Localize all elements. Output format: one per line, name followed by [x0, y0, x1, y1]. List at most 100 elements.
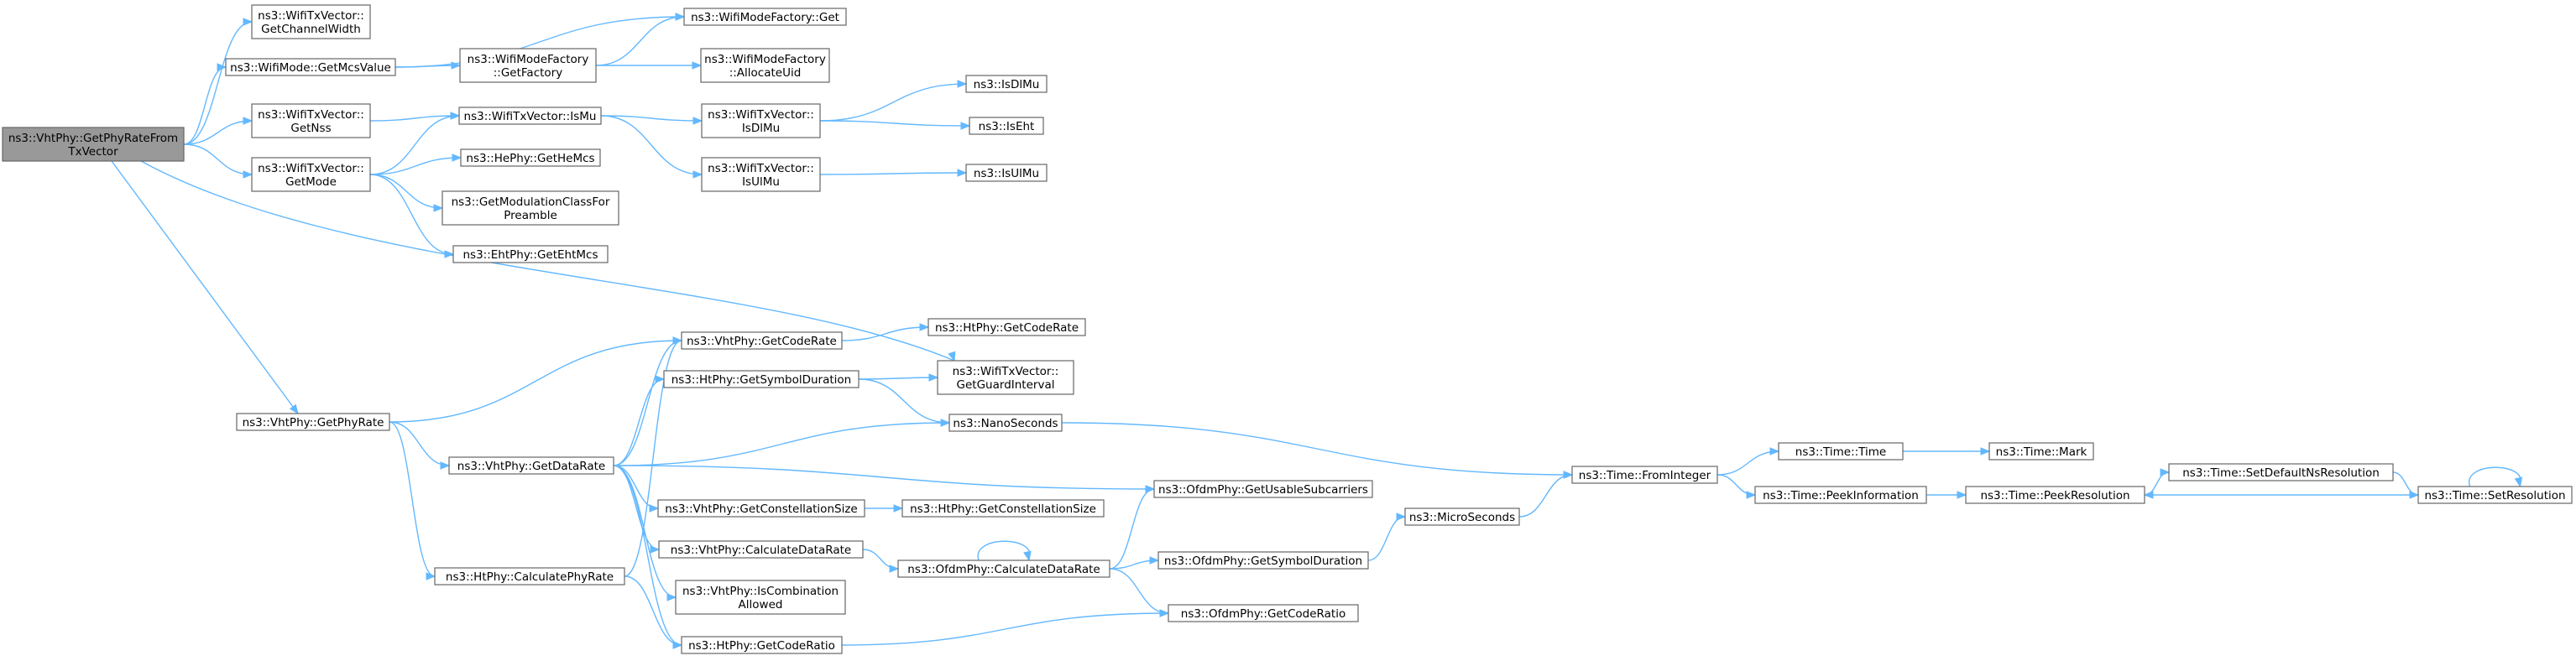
- node-label: ns3::Time::SetResolution: [2424, 489, 2565, 502]
- node-box: [965, 75, 1048, 93]
- node-allocate-uid[interactable]: ns3::WifiModeFactory::AllocateUid: [700, 48, 830, 83]
- node-label: IsDlMu: [742, 122, 780, 135]
- node-label: ns3::HePhy::GetHeMcs: [466, 152, 594, 165]
- node-nano-seconds[interactable]: ns3::NanoSeconds: [948, 414, 1063, 432]
- node-box: [901, 499, 1105, 518]
- node-label: ns3::IsEht: [979, 120, 1035, 133]
- node-set-default-ns-resolution[interactable]: ns3::Time::SetDefaultNsResolution: [2168, 463, 2394, 481]
- edge-ht-calculate-phy-rate-to-ht-get-code-ratio: [624, 575, 682, 646]
- node-vht-calculate-data-rate[interactable]: ns3::VhtPhy::CalculateDataRate: [658, 540, 864, 559]
- node-get-channel-width[interactable]: ns3::WifiTxVector::GetChannelWidth: [251, 4, 371, 39]
- node-ht-get-constellation-size[interactable]: ns3::HtPhy::GetConstellationSize: [901, 499, 1105, 518]
- edge-vht-calculate-data-rate-to-ofdm-calculate-data-rate: [862, 549, 899, 570]
- edge-is-ul-mu-tx-to-is-ul-mu: [819, 172, 967, 175]
- node-box: [458, 107, 602, 125]
- node-set-resolution[interactable]: ns3::Time::SetResolution: [2417, 486, 2573, 504]
- node-label: ns3::WifiTxVector::: [258, 162, 364, 175]
- node-box: [1153, 480, 1373, 498]
- node-ht-get-symbol-duration[interactable]: ns3::HtPhy::GetSymbolDuration: [663, 370, 860, 388]
- node-ofdm-get-code-ratio[interactable]: ns3::OfdmPhy::GetCodeRatio: [1168, 604, 1359, 622]
- edge-ofdm-get-symbol-duration-to-micro-seconds-arrow: [1396, 513, 1407, 521]
- edge-ofdm-calculate-data-rate-to-ofdm-calculate-data-rate-arrow: [1023, 550, 1032, 562]
- node-ofdm-calculate-data-rate[interactable]: ns3::OfdmPhy::CalculateDataRate: [897, 560, 1110, 578]
- edge-vht-get-phy-rate-to-ht-calculate-phy-rate: [389, 421, 436, 577]
- node-box: [969, 117, 1044, 135]
- edge-get-mcs-value-to-get-factory: [394, 65, 461, 68]
- node-label: ns3::WifiModeFactory::Get: [691, 11, 839, 24]
- edge-ofdm-calculate-data-rate-to-ofdm-calculate-data-rate: [977, 540, 1031, 561]
- node-get-factory[interactable]: ns3::WifiModeFactory::GetFactory: [459, 48, 597, 83]
- node-label: ::GetFactory: [494, 66, 562, 80]
- node-get-eht-mcs[interactable]: ns3::EhtPhy::GetEhtMcs: [452, 245, 609, 263]
- node-label: ns3::OfdmPhy::GetCodeRatio: [1181, 607, 1345, 621]
- node-get-guard-interval[interactable]: ns3::WifiTxVector::GetGuardInterval: [937, 360, 1074, 395]
- node-ht-calculate-phy-rate[interactable]: ns3::HtPhy::CalculatePhyRate: [434, 567, 625, 586]
- node-get-he-mcs[interactable]: ns3::HePhy::GetHeMcs: [460, 148, 601, 167]
- node-label: ns3::WifiModeFactory: [704, 53, 826, 66]
- node-vht-get-code-rate[interactable]: ns3::VhtPhy::GetCodeRate: [681, 331, 843, 350]
- node-factory-get[interactable]: ns3::WifiModeFactory::Get: [683, 8, 847, 26]
- node-box: [948, 414, 1063, 432]
- edge-root-to-get-mode-arrow: [243, 170, 253, 179]
- node-label: TxVector: [67, 145, 118, 159]
- edge-get-mode-to-get-mod-class-arrow: [433, 204, 444, 212]
- node-micro-seconds[interactable]: ns3::MicroSeconds: [1404, 507, 1520, 526]
- node-label: ns3::VhtPhy::GetDataRate: [457, 460, 605, 473]
- node-vht-get-constellation-size[interactable]: ns3::VhtPhy::GetConstellationSize: [657, 499, 865, 518]
- node-box: [448, 456, 614, 475]
- node-box: [1965, 486, 2145, 504]
- edge-root-to-get-mcs-value-arrow: [217, 63, 227, 71]
- node-is-dl-mu[interactable]: ns3::IsDlMu: [965, 75, 1048, 93]
- node-vht-get-phy-rate[interactable]: ns3::VhtPhy::GetPhyRate: [236, 413, 390, 431]
- node-is-eht[interactable]: ns3::IsEht: [969, 117, 1044, 135]
- edge-micro-seconds-to-from-integer-arrow: [1563, 471, 1574, 479]
- node-box: [683, 8, 847, 26]
- node-ofdm-get-symbol-duration[interactable]: ns3::OfdmPhy::GetSymbolDuration: [1157, 551, 1369, 570]
- edge-vht-get-phy-rate-to-vht-get-code-rate: [389, 340, 682, 423]
- node-ht-get-code-ratio[interactable]: ns3::HtPhy::GetCodeRatio: [681, 636, 843, 654]
- node-box: [663, 370, 860, 388]
- node-box: [442, 190, 619, 226]
- node-label: GetGuardInterval: [957, 378, 1055, 392]
- edge-get-mode-to-get-he-mcs: [369, 157, 462, 175]
- node-is-ul-mu-tx[interactable]: ns3::WifiTxVector::IsUlMu: [701, 157, 821, 192]
- edge-time-time-to-time-mark-arrow: [1980, 447, 1991, 455]
- node-is-mu[interactable]: ns3::WifiTxVector::IsMu: [458, 107, 602, 125]
- node-ofdm-get-usable-subcarriers[interactable]: ns3::OfdmPhy::GetUsableSubcarriers: [1153, 480, 1373, 498]
- node-label: GetChannelWidth: [261, 23, 361, 36]
- edge-nano-seconds-to-from-integer: [1061, 422, 1573, 476]
- node-get-nss[interactable]: ns3::WifiTxVector::GetNss: [251, 103, 371, 138]
- node-box: [658, 540, 864, 559]
- node-time-mark[interactable]: ns3::Time::Mark: [1988, 442, 2094, 461]
- node-from-integer[interactable]: ns3::Time::FromInteger: [1571, 466, 1718, 484]
- edge-vht-get-data-rate-to-vht-get-code-rate: [613, 340, 682, 466]
- node-label: ns3::NanoSeconds: [953, 417, 1058, 430]
- node-time-time[interactable]: ns3::Time::Time: [1778, 442, 1904, 461]
- node-ht-get-code-rate[interactable]: ns3::HtPhy::GetCodeRate: [927, 318, 1086, 336]
- node-get-mode[interactable]: ns3::WifiTxVector::GetMode: [251, 157, 371, 192]
- edge-peek-resolution-to-set-default-ns-resolution: [2144, 471, 2170, 496]
- node-is-dl-mu-tx[interactable]: ns3::WifiTxVector::IsDlMu: [701, 103, 821, 138]
- node-label: ns3::Time::PeekResolution: [1980, 489, 2129, 502]
- edge-ht-get-symbol-duration-to-nano-seconds: [858, 378, 950, 424]
- edge-vht-get-data-rate-to-ht-get-symbol-duration-arrow: [655, 375, 666, 383]
- node-box: [1754, 486, 1927, 504]
- edge-is-mu-to-is-dl-mu-tx-arrow: [692, 117, 703, 125]
- node-label: ns3::WifiTxVector::: [953, 365, 1059, 378]
- node-vht-get-data-rate[interactable]: ns3::VhtPhy::GetDataRate: [448, 456, 614, 475]
- node-label: ns3::MicroSeconds: [1409, 511, 1515, 524]
- node-is-ul-mu[interactable]: ns3::IsUlMu: [965, 164, 1048, 182]
- edge-vht-calculate-data-rate-to-ofdm-calculate-data-rate-arrow: [889, 565, 900, 573]
- edge-peek-information-to-peek-resolution-arrow: [1957, 491, 1967, 499]
- edge-get-mcs-value-to-factory-get: [394, 16, 685, 68]
- node-peek-resolution[interactable]: ns3::Time::PeekResolution: [1965, 486, 2145, 504]
- edge-get-factory-to-factory-get-arrow: [675, 13, 686, 21]
- node-peek-information[interactable]: ns3::Time::PeekInformation: [1754, 486, 1927, 504]
- node-label: ns3::OfdmPhy::CalculateDataRate: [907, 563, 1100, 576]
- edge-is-ul-mu-tx-to-is-ul-mu-arrow: [957, 169, 968, 177]
- node-get-mcs-value[interactable]: ns3::WifiMode::GetMcsValue: [225, 58, 396, 76]
- node-box: [1404, 507, 1520, 526]
